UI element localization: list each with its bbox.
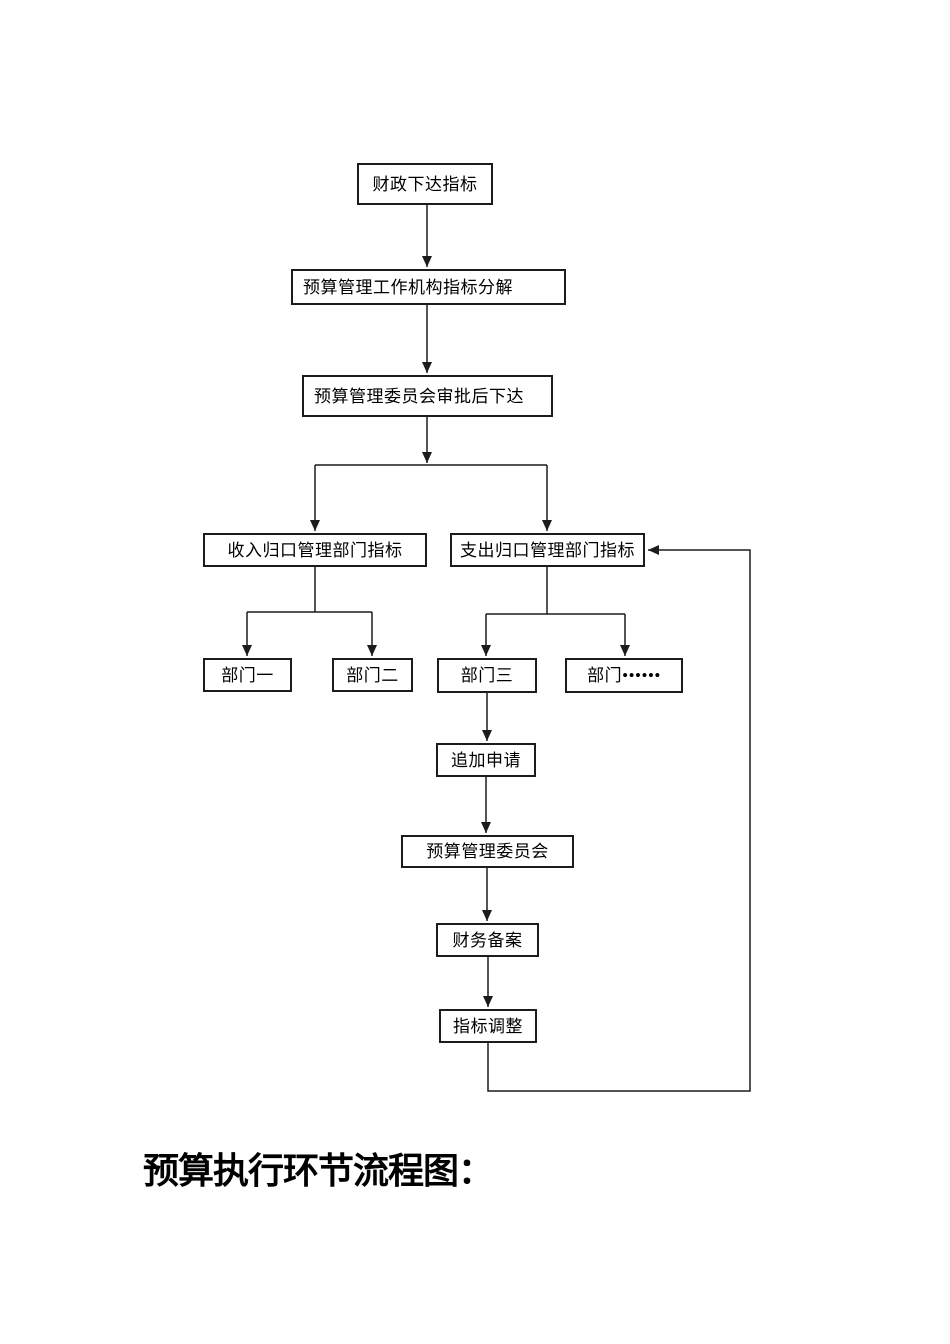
flow-node-budget-committee: 预算管理委员会 — [401, 835, 574, 868]
flow-node-dept-more: 部门•••••• — [565, 658, 683, 693]
flow-node-additional-request: 追加申请 — [436, 743, 536, 777]
section-heading: 预算执行环节流程图： — [143, 1151, 494, 1191]
flow-node-org-decompose: 预算管理工作机构指标分解 — [291, 269, 566, 305]
flow-node-revenue-targets: 收入归口管理部门指标 — [203, 533, 427, 567]
flow-node-dept2: 部门二 — [332, 658, 413, 692]
flow-node-dept1: 部门一 — [203, 658, 292, 692]
flow-node-target-adjustment: 指标调整 — [439, 1009, 537, 1043]
flow-node-dept3: 部门三 — [437, 658, 537, 693]
flow-node-finance-issue: 财政下达指标 — [357, 163, 493, 205]
flow-node-finance-filing: 财务备案 — [436, 923, 539, 957]
flow-node-committee-approve: 预算管理委员会审批后下达 — [302, 375, 553, 417]
arrow-feedback-loop — [487, 545, 751, 1092]
flow-node-expenditure-targets: 支出归口管理部门指标 — [450, 533, 645, 567]
